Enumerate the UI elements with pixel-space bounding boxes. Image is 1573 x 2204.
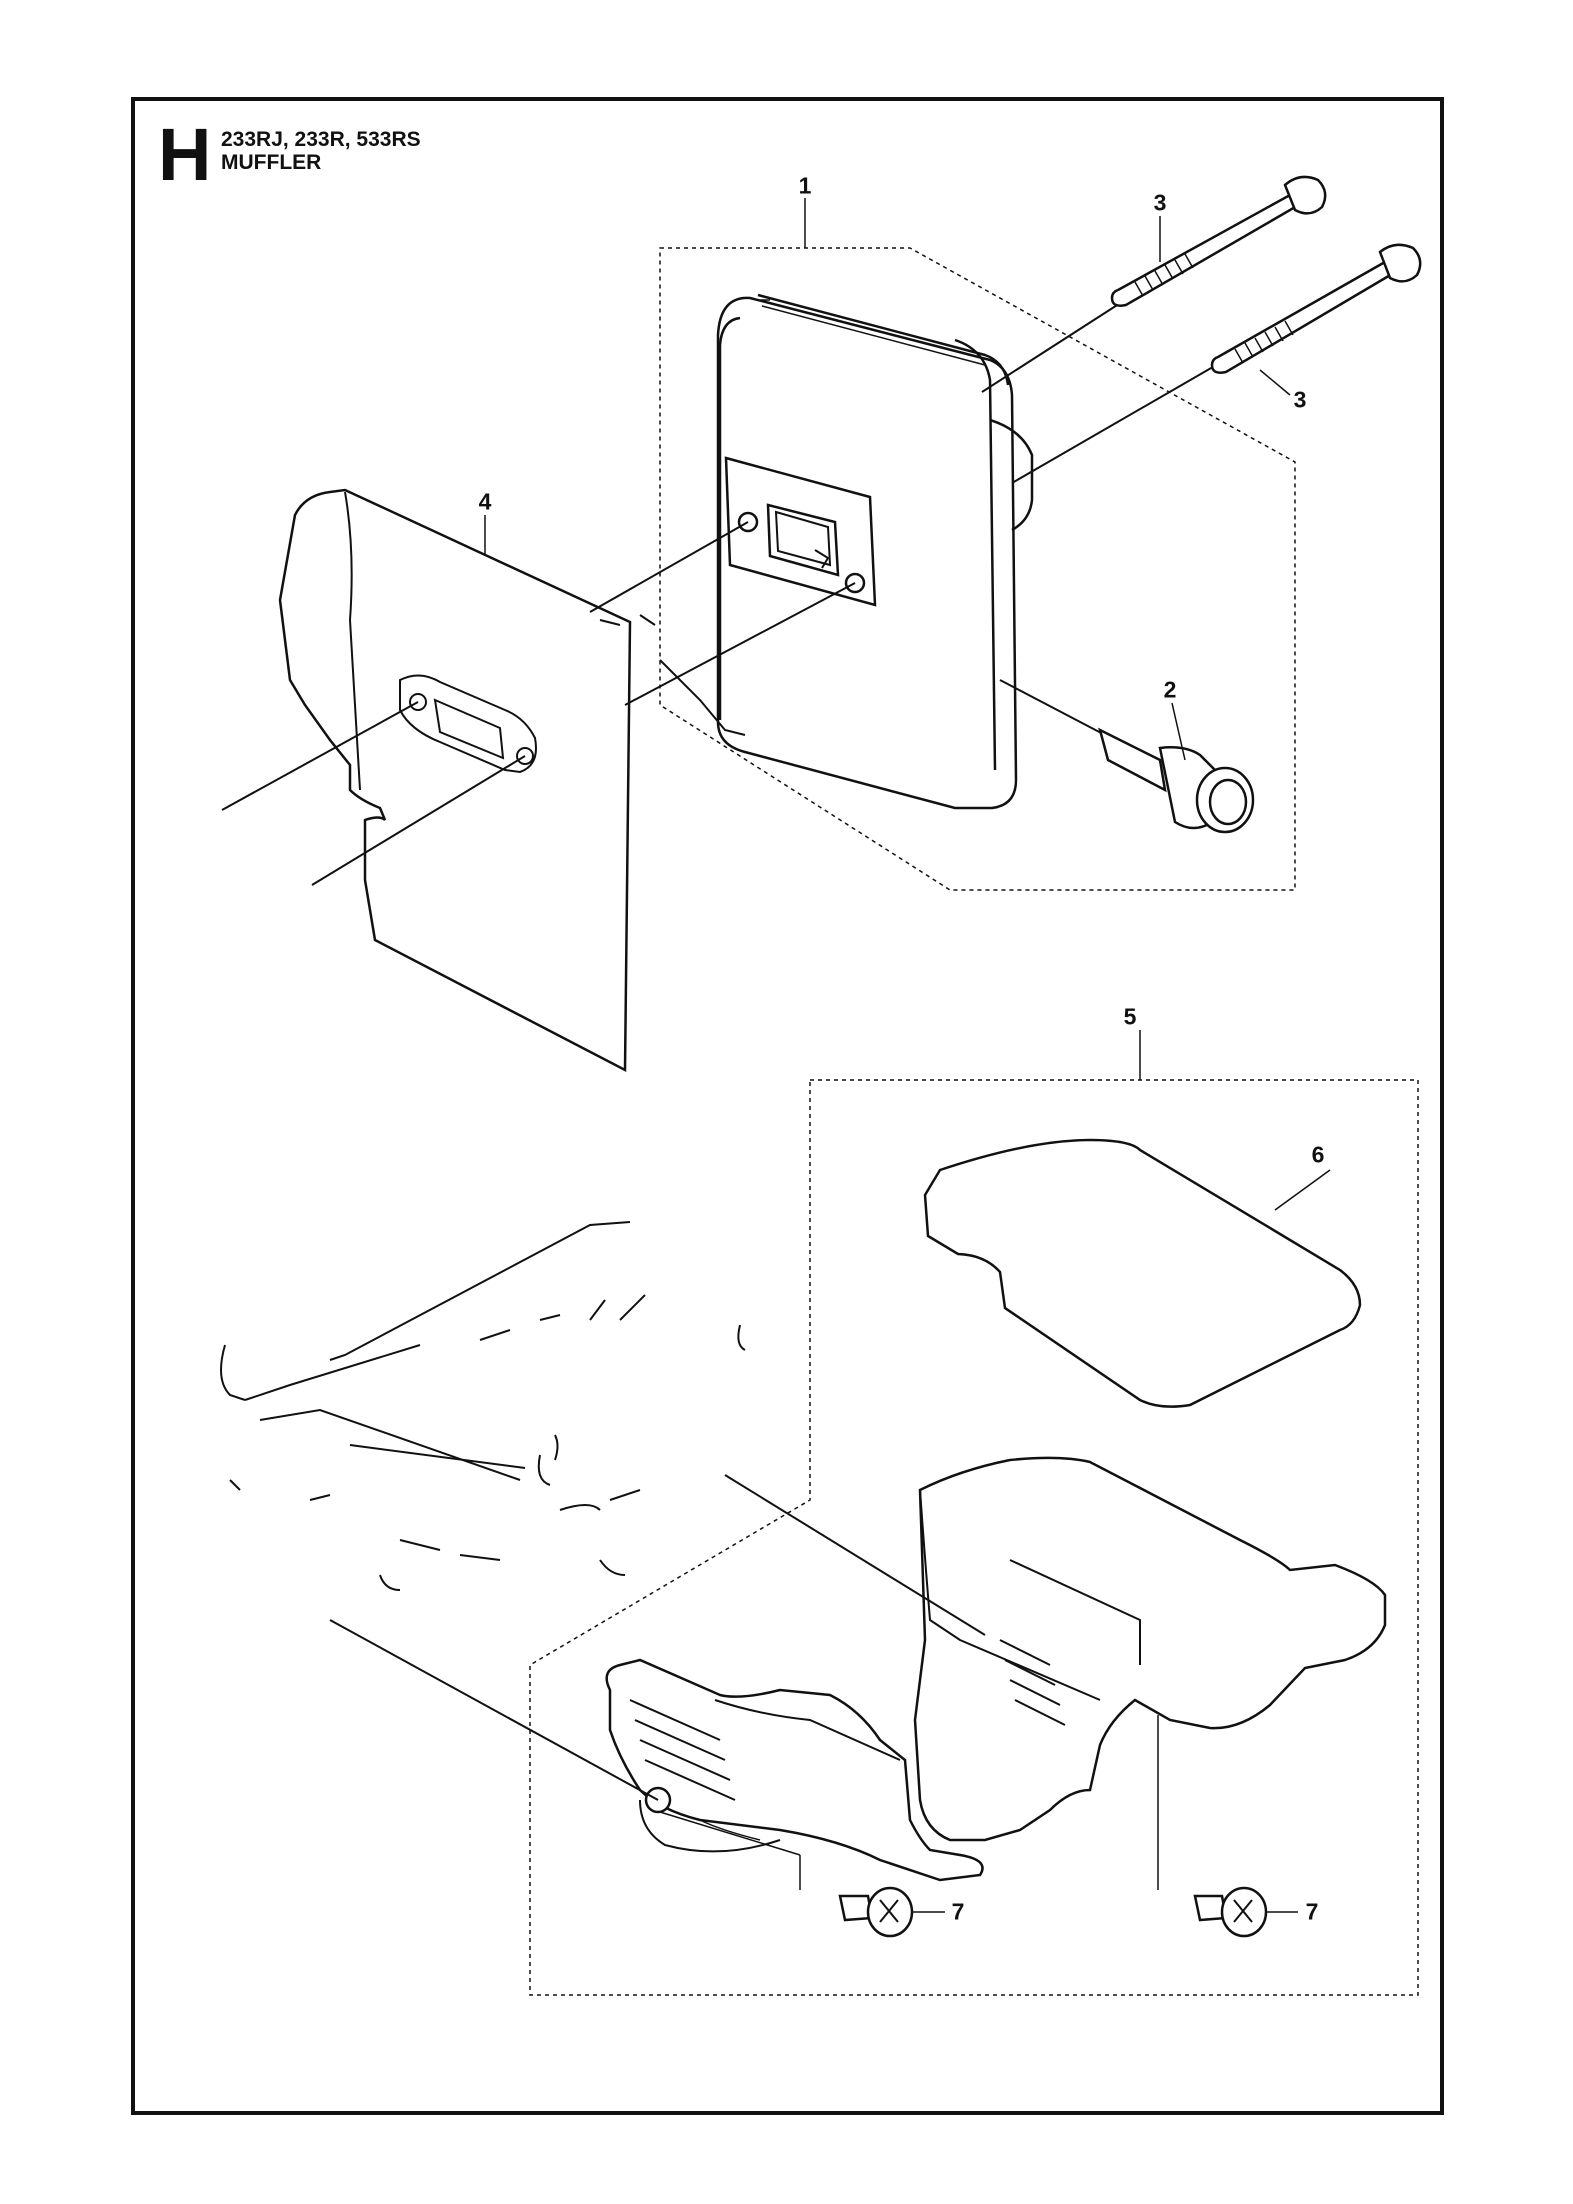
- callout-3-lower: 3: [1293, 386, 1307, 413]
- muffler-guard: [605, 1456, 1387, 1882]
- callout-5: 5: [1123, 1003, 1137, 1030]
- kit-1-bracket: [659, 247, 1296, 891]
- kit-5-bracket: [529, 1079, 1419, 1996]
- callout-7-left: 7: [951, 1898, 965, 1925]
- callout-leader-6: [1274, 1169, 1331, 1211]
- callout-2: 2: [1163, 676, 1177, 703]
- callout-3-upper: 3: [1153, 189, 1167, 216]
- screw-right: [1193, 1886, 1268, 1938]
- callout-6: 6: [1311, 1141, 1325, 1168]
- muffler-body: [716, 293, 1034, 810]
- section-letter: H: [158, 113, 212, 196]
- callout-7-right: 7: [1305, 1898, 1319, 1925]
- callout-leader-3b: [1259, 369, 1291, 396]
- model-numbers: 233RJ, 233R, 533RS: [221, 128, 421, 151]
- bolt-upper: [1110, 175, 1327, 307]
- callout-4: 4: [478, 488, 492, 515]
- bolt-lower: [1210, 243, 1422, 374]
- page-title: MUFFLER: [221, 151, 322, 174]
- page-border: [131, 97, 1444, 2115]
- heat-shield-plate: [278, 488, 632, 1073]
- callout-1: 1: [798, 172, 812, 199]
- cover-plate: [923, 1138, 1362, 1408]
- engine-ghost-sketch: [220, 614, 746, 1591]
- spark-arrestor: [999, 679, 1255, 834]
- screw-left: [838, 1886, 914, 1938]
- callout-leader-2: [1171, 702, 1186, 761]
